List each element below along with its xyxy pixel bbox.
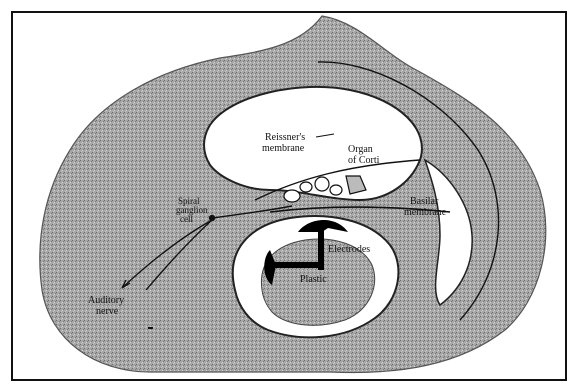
label-auditory-nerve: Auditory <box>88 295 124 306</box>
label-spiral-ganglion: cell <box>180 214 193 224</box>
label-reissners-membrane: membrane <box>262 143 305 154</box>
label-electrodes: Electrodes <box>328 244 370 255</box>
scala-vestibuli <box>204 87 422 200</box>
small-dash-mark <box>148 327 153 329</box>
left-electrode-lead <box>272 262 322 268</box>
label-plastic: Plastic <box>300 274 327 285</box>
label-organ-of-corti: of Corti <box>348 155 380 166</box>
label-basilar-membrane: Basilar <box>410 196 439 207</box>
label-reissners-membrane: Reissner's <box>265 132 305 143</box>
label-organ-of-corti: Organ <box>348 144 373 155</box>
label-basilar-membrane: membrane <box>404 207 447 218</box>
label-auditory-nerve: nerve <box>96 306 119 317</box>
